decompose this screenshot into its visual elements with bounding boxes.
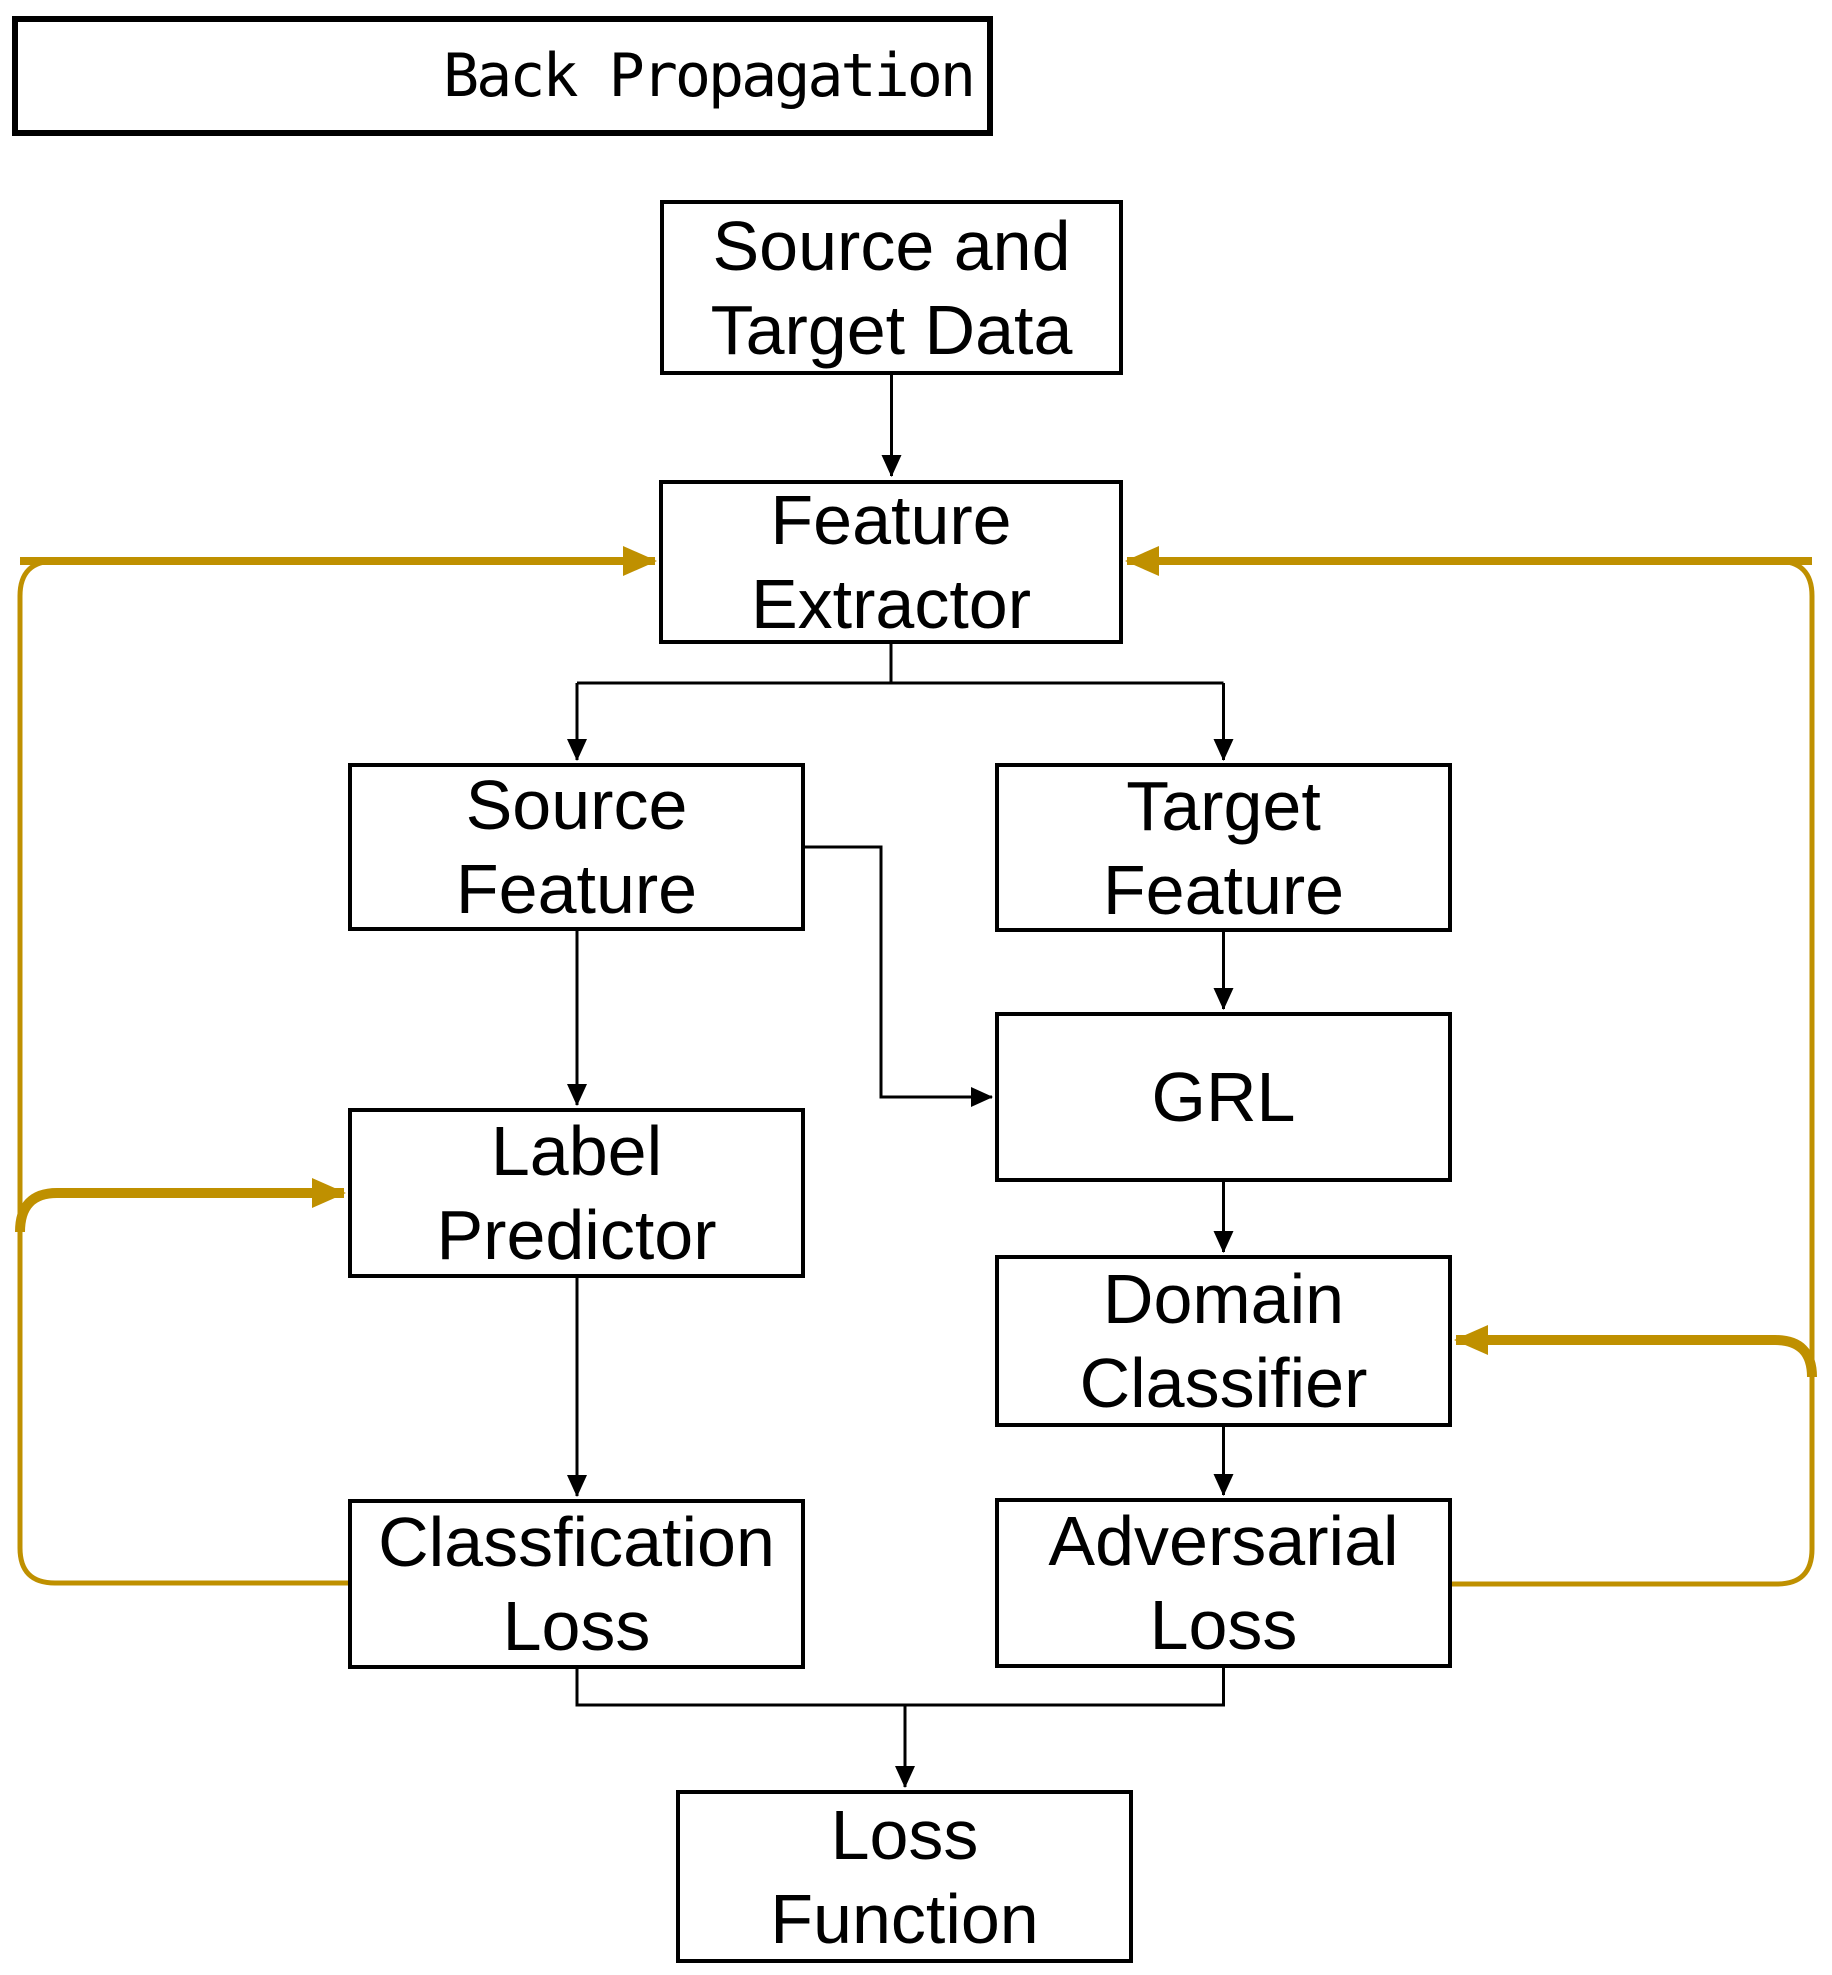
node-line: Target <box>1126 766 1321 845</box>
node-line: Function <box>770 1879 1039 1958</box>
node-line: Target Data <box>710 290 1073 369</box>
backprop-right-rail <box>1452 558 1815 1587</box>
node-source-and-target-data: Source and Target Data <box>660 200 1123 375</box>
node-classfication-loss: Classfication Loss <box>348 1499 805 1669</box>
node-source-feature: Source Feature <box>348 763 805 931</box>
node-domain-classifier: Domain Classifier <box>995 1255 1452 1427</box>
node-grl: GRL <box>995 1012 1452 1182</box>
edge-losses-merge <box>575 1668 1225 1707</box>
node-line: Feature <box>1102 850 1345 929</box>
node-line: Adversarial <box>1048 1502 1399 1580</box>
node-line: Extractor <box>750 565 1032 643</box>
node-line: Loss <box>1149 1586 1298 1664</box>
edge-feature-extractor-split <box>577 644 1224 685</box>
node-line: Classfication <box>378 1503 775 1581</box>
backprop-adversarial-loss-to-domain-classifier <box>1454 1325 1817 1378</box>
node-feature-extractor: Feature Extractor <box>659 480 1123 644</box>
node-line: Source and <box>712 206 1071 285</box>
edge-source-feature-to-grl <box>805 845 993 1107</box>
node-line: Domain <box>1102 1260 1345 1338</box>
node-target-feature: Target Feature <box>995 763 1452 932</box>
node-loss-function: Loss Function <box>676 1790 1133 1963</box>
node-line: Predictor <box>436 1196 717 1274</box>
node-line: Label <box>490 1112 663 1190</box>
node-line: Feature <box>455 850 698 928</box>
node-line: Classifier <box>1079 1344 1368 1422</box>
legend-label: Back Propagation <box>443 41 976 111</box>
legend-box: Back Propagation <box>12 16 993 136</box>
node-line: Loss <box>830 1795 979 1874</box>
node-adversarial-loss: Adversarial Loss <box>995 1498 1452 1668</box>
backprop-classfication-loss-to-label-predictor <box>15 1178 346 1233</box>
node-label-predictor: Label Predictor <box>348 1108 805 1278</box>
node-line: Loss <box>502 1587 651 1665</box>
backprop-left-rail <box>17 558 348 1586</box>
node-line: Feature <box>770 481 1012 559</box>
node-line: GRL <box>1151 1058 1296 1136</box>
node-line: Source <box>465 766 688 844</box>
